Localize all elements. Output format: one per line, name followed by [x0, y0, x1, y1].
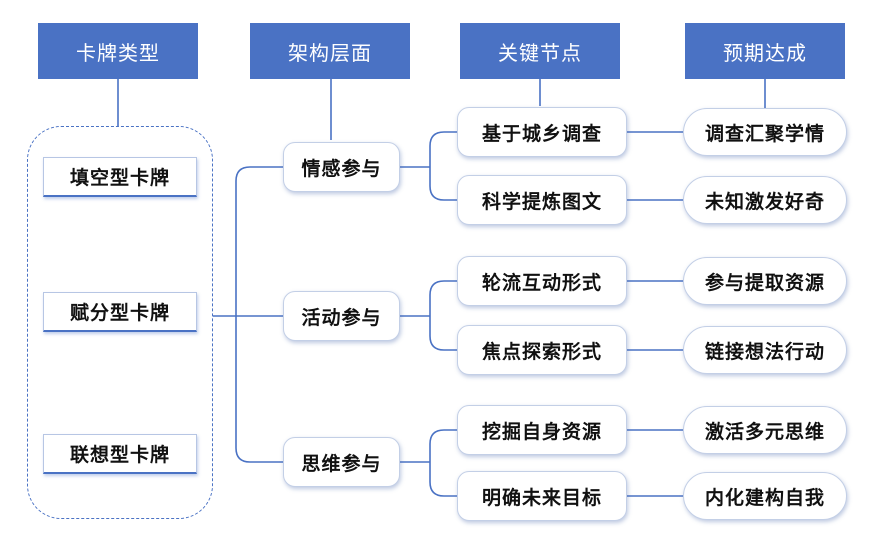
- header-key-nodes: 关键节点: [460, 23, 620, 79]
- bracket-levels: [235, 166, 283, 463]
- card-score: 赋分型卡牌: [43, 292, 197, 332]
- level-activity: 活动参与: [283, 291, 400, 341]
- outcome: 内化建构自我: [683, 472, 847, 520]
- bracket-level2: [429, 280, 457, 351]
- bracket-level1: [429, 131, 457, 201]
- key-node: 挖掘自身资源: [457, 405, 627, 455]
- card-association: 联想型卡牌: [43, 434, 197, 474]
- key-node: 科学提炼图文: [457, 175, 627, 225]
- header-expected: 预期达成: [685, 23, 845, 79]
- outcome: 链接想法行动: [683, 326, 847, 374]
- key-node: 轮流互动形式: [457, 256, 627, 306]
- outcome: 激活多元思维: [683, 406, 847, 454]
- outcome: 参与提取资源: [683, 257, 847, 305]
- outcome: 未知激发好奇: [683, 176, 847, 224]
- header-card-type: 卡牌类型: [38, 23, 198, 79]
- key-node: 明确未来目标: [457, 471, 627, 521]
- card-type-group: [27, 126, 213, 519]
- outcome: 调查汇聚学情: [683, 108, 847, 156]
- header-architecture: 架构层面: [250, 23, 410, 79]
- key-node: 基于城乡调查: [457, 107, 627, 157]
- level-emotional: 情感参与: [283, 142, 400, 192]
- card-fill-blank: 填空型卡牌: [43, 157, 197, 197]
- level-thinking: 思维参与: [283, 437, 400, 487]
- bracket-level3: [429, 429, 457, 497]
- key-node: 焦点探索形式: [457, 325, 627, 375]
